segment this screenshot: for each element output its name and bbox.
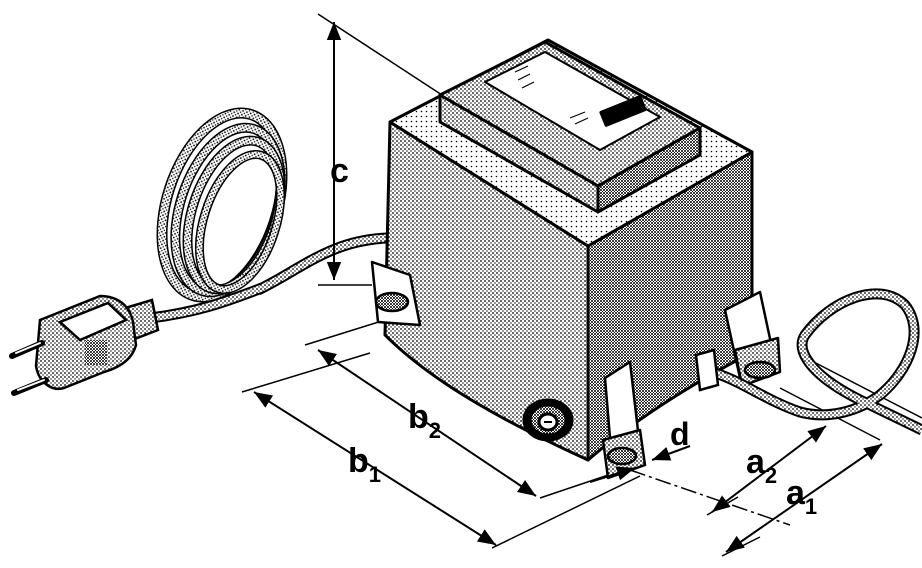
power-plug-icon <box>9 294 160 396</box>
dimension-arrows <box>253 22 883 553</box>
dim-arrow-a1 <box>725 443 883 553</box>
input-cable <box>149 232 389 324</box>
dim-label-a2: a2 <box>746 443 777 488</box>
dim-label-b1: b1 <box>348 442 381 487</box>
dim-label-b2: b2 <box>408 398 441 443</box>
dim-label-d: d <box>670 416 690 452</box>
dim-arrow-d-left <box>589 466 636 483</box>
dim-arrow-b1 <box>253 391 497 546</box>
transformer-housing <box>383 38 754 462</box>
output-cable <box>694 288 922 435</box>
fuse-holder-icon <box>522 398 574 442</box>
cable-reel-icon <box>156 107 288 303</box>
dim-arrow-d-right <box>651 445 691 461</box>
dim-label-c: c <box>330 152 349 190</box>
mounting-foot-icon <box>370 260 782 480</box>
dim-label-a1: a1 <box>786 474 817 519</box>
